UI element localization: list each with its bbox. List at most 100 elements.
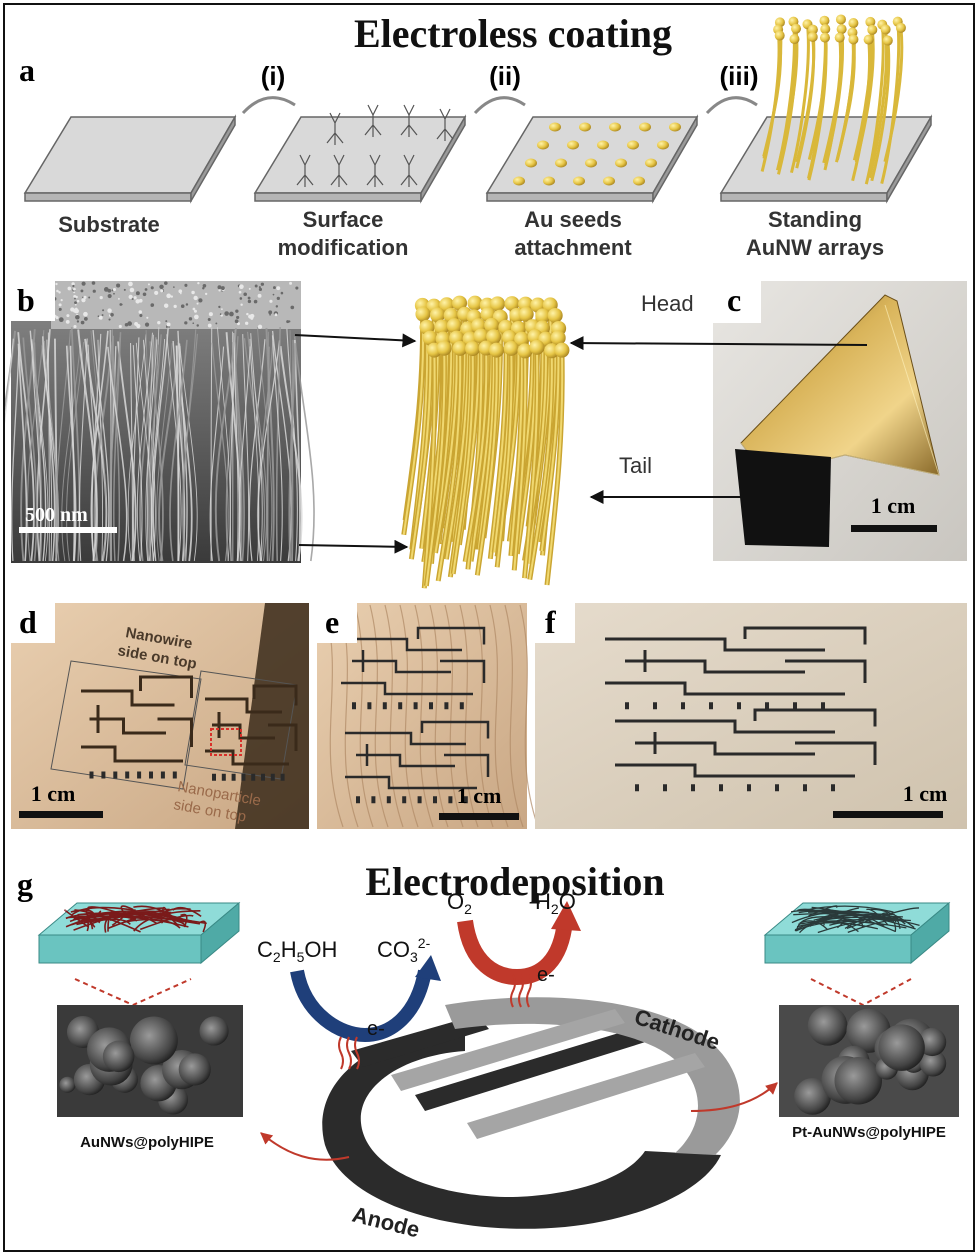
circuit-pad — [775, 784, 779, 792]
sem-grain — [229, 311, 234, 317]
sem-grain — [72, 308, 78, 313]
circuit-pad — [89, 771, 94, 779]
molecule — [366, 154, 384, 187]
sem-grain — [88, 296, 91, 299]
circuit-pad — [831, 784, 835, 792]
red-nanowire — [92, 910, 102, 921]
au-seed — [669, 122, 681, 132]
circuit-trace — [743, 626, 867, 645]
sem-grain — [119, 303, 123, 306]
big-nanowire-head — [484, 317, 500, 333]
sem-grain — [191, 290, 195, 295]
circuit-pad — [625, 702, 629, 710]
pore — [918, 1027, 947, 1057]
sem-fiber — [61, 345, 81, 562]
sem-grain — [74, 303, 77, 306]
au-seed — [603, 176, 615, 186]
sem-fiber — [217, 327, 231, 562]
panel-f: f 1 cm — [535, 603, 967, 829]
sem-fiber — [150, 338, 166, 562]
zoom-arrow-left — [74, 978, 192, 1007]
sem-grain — [73, 287, 76, 291]
sem-grain — [208, 312, 213, 317]
sem-grain — [74, 301, 77, 305]
pore — [59, 1076, 76, 1093]
sem-grain — [133, 296, 137, 300]
sem-grain — [219, 313, 222, 315]
sem-grain — [65, 320, 70, 324]
circuit-pad — [212, 773, 216, 781]
skin-wrinkle — [429, 604, 449, 828]
nanowire — [762, 35, 783, 157]
caption-surface: Surface — [303, 207, 384, 232]
circuit-trace — [341, 681, 473, 696]
sem-grain — [207, 317, 211, 322]
sem-grain — [224, 311, 229, 316]
sem-grain — [73, 325, 77, 329]
circuit-trace — [440, 659, 486, 683]
sem-grain — [118, 324, 122, 329]
circuit-trace — [615, 763, 855, 778]
nanowire — [870, 40, 891, 182]
nanowire-head — [789, 34, 800, 45]
sem-grain — [147, 283, 150, 286]
au-seed — [513, 176, 525, 186]
sem-grain — [274, 313, 278, 317]
au-seed — [633, 176, 645, 186]
sem-grain — [72, 284, 75, 288]
sem-fiber — [111, 330, 121, 562]
sem-grain — [98, 315, 103, 320]
product-carbonate: CO32- — [377, 935, 431, 965]
sem-grain — [127, 321, 132, 326]
sem-grain — [289, 281, 293, 285]
circuit-pad — [821, 702, 825, 710]
sem-grain — [204, 292, 208, 296]
step-label-ii: (ii) — [489, 61, 521, 91]
sem-fiber — [242, 334, 250, 562]
sem-grain — [117, 297, 120, 300]
sem-grain — [165, 320, 168, 323]
pore — [178, 1053, 211, 1086]
big-nanowire-head — [514, 331, 530, 347]
sem-grain — [236, 322, 240, 326]
nanowire-head — [819, 32, 830, 43]
dark-nanowire — [791, 910, 870, 924]
circuit-pad — [663, 784, 667, 792]
scale-label-c: 1 cm — [871, 493, 916, 518]
circuit-pad — [463, 796, 468, 804]
circuit-pad — [429, 702, 433, 710]
sem-grain — [248, 314, 253, 319]
sem-grain — [160, 289, 164, 293]
circuit-trace — [345, 775, 477, 790]
big-nanowire-head — [535, 308, 551, 324]
circuit-pad — [261, 773, 265, 781]
step-arrow-ii — [473, 96, 526, 115]
big-nanowire-head — [446, 318, 462, 334]
figure: Electroless coating a (i) (ii) (iii) — [3, 3, 975, 1252]
red-nanowire — [172, 906, 202, 918]
skin-wrinkle — [504, 604, 524, 828]
panel-letter-b: b — [17, 282, 35, 318]
sem-grain — [83, 295, 87, 299]
modified-slab — [253, 104, 467, 204]
sem-fiber — [233, 333, 239, 562]
panel-d: d Nanowire side on top Nanoparticle side… — [11, 603, 309, 829]
sem-grain — [110, 312, 114, 317]
sem-grain — [180, 292, 182, 295]
sem-grain — [260, 282, 265, 286]
sem-fiber — [210, 327, 213, 562]
sem-grain — [144, 288, 148, 291]
caption-aunw-arrays: AuNW arrays — [746, 235, 884, 260]
nanowire — [880, 21, 901, 185]
sem-grain — [76, 320, 80, 323]
sem-grain — [188, 317, 193, 321]
sem-grain — [71, 282, 75, 286]
sem-grain — [144, 322, 150, 327]
big-nanowire-head — [550, 330, 566, 346]
sem-grain — [58, 308, 61, 311]
sem-fiber — [43, 340, 59, 562]
sem-grain — [202, 287, 205, 290]
circuit-pad — [231, 773, 236, 781]
zoom-arrow-right — [810, 978, 912, 1007]
step-arrow-iii — [705, 96, 758, 115]
